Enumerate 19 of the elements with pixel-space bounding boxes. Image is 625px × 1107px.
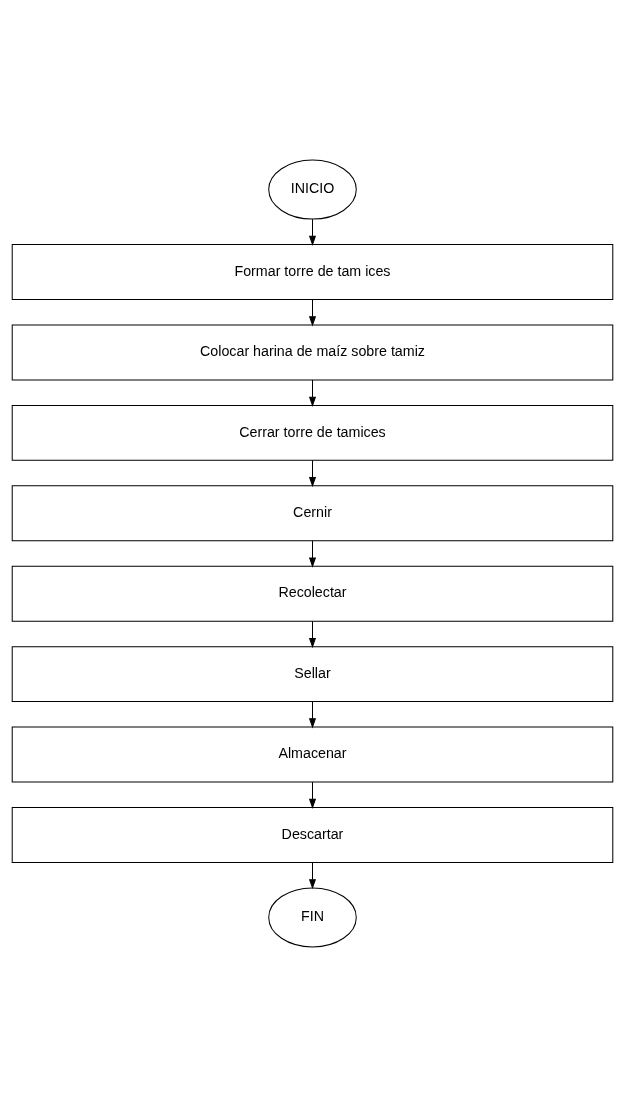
- node-box: Almacenar: [11, 726, 614, 783]
- arrow: [308, 701, 317, 729]
- node-box: Cernir: [11, 485, 614, 542]
- arrow: [308, 459, 317, 488]
- node-box: Colocar harina de maíz sobre tamiz: [11, 324, 614, 381]
- node-box: Formar torre de tam ices: [11, 244, 614, 301]
- arrow: [308, 781, 317, 809]
- arrow: [308, 620, 317, 649]
- arrow: [308, 299, 317, 327]
- node-box: Sellar: [11, 646, 614, 703]
- arrow: [308, 862, 317, 890]
- node-box: Descartar: [11, 806, 614, 863]
- node-box: Recolectar: [11, 565, 614, 622]
- node-ellipse: INICIO: [268, 159, 357, 220]
- arrow: [308, 218, 317, 246]
- arrow: [308, 540, 317, 568]
- arrow: [308, 379, 317, 407]
- node-ellipse: FIN: [268, 887, 357, 948]
- node-box: Cerrar torre de tamices: [11, 404, 614, 461]
